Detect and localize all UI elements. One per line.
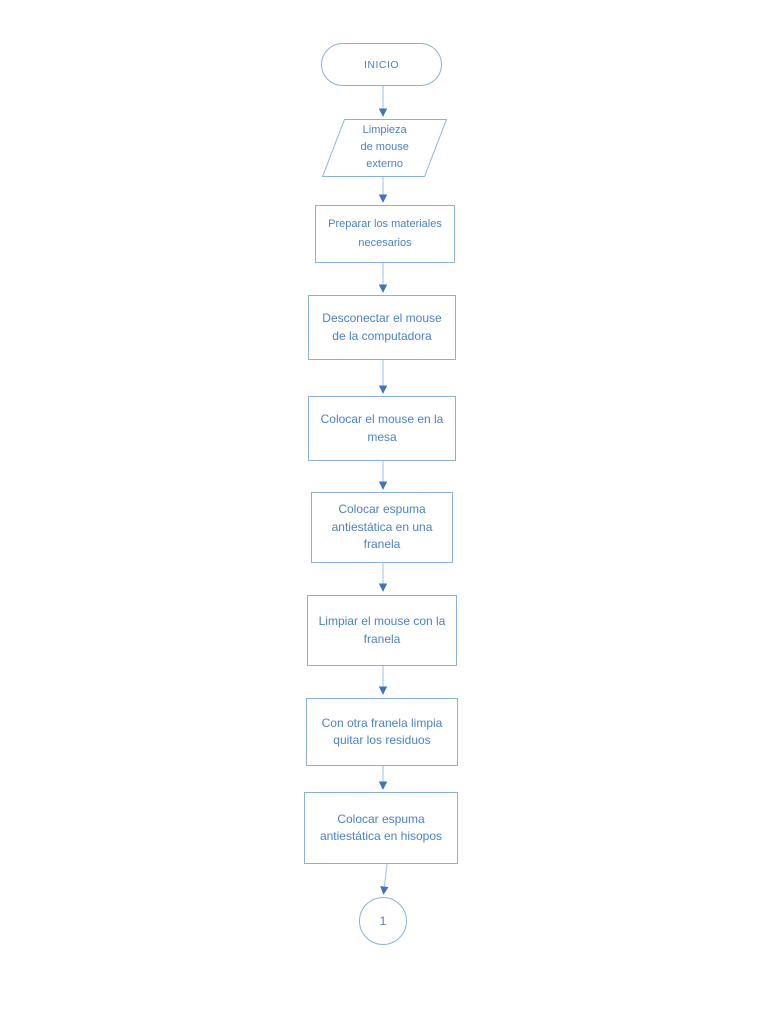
flowchart-process-limpiar-mouse: Limpiar el mouse con la franela — [307, 595, 457, 666]
process-label: Preparar los materiales necesarios — [328, 218, 442, 249]
process-label: Colocar espuma antiestática en hisopos — [319, 811, 443, 843]
process-label: Limpiar el mouse con la franela — [318, 614, 446, 646]
process-label: Con otra franela limpia quitar los resid… — [321, 715, 443, 747]
process-label: Colocar el mouse en la mesa — [320, 412, 444, 444]
flowchart-process-preparar-materiales: Preparar los materiales necesarios — [315, 205, 455, 263]
process-label: Colocar espuma antiestática en una frane… — [331, 502, 433, 552]
io-label: Limpieza de mouse externo — [360, 124, 409, 171]
flowchart-process-espuma-hisopos: Colocar espuma antiestática en hisopos — [304, 792, 458, 864]
flowchart-io-parallelogram: Limpieza de mouse externo — [321, 119, 448, 177]
flowchart-process-quitar-residuos: Con otra franela limpia quitar los resid… — [306, 698, 458, 766]
flowchart-start-terminator: INICIO — [321, 43, 442, 86]
connector-p7-c1 — [380, 863, 389, 895]
flowchart-process-colocar-mouse-mesa: Colocar el mouse en la mesa — [308, 396, 456, 461]
flowchart-process-desconectar-mouse: Desconectar el mouse de la computadora — [308, 295, 456, 360]
flowchart-process-espuma-franela: Colocar espuma antiestática en una frane… — [311, 492, 453, 563]
flowchart-offpage-connector-1: 1 — [359, 897, 407, 945]
process-label: Desconectar el mouse de la computadora — [322, 311, 442, 343]
start-label: INICIO — [363, 58, 400, 71]
connector-label: 1 — [379, 914, 387, 928]
